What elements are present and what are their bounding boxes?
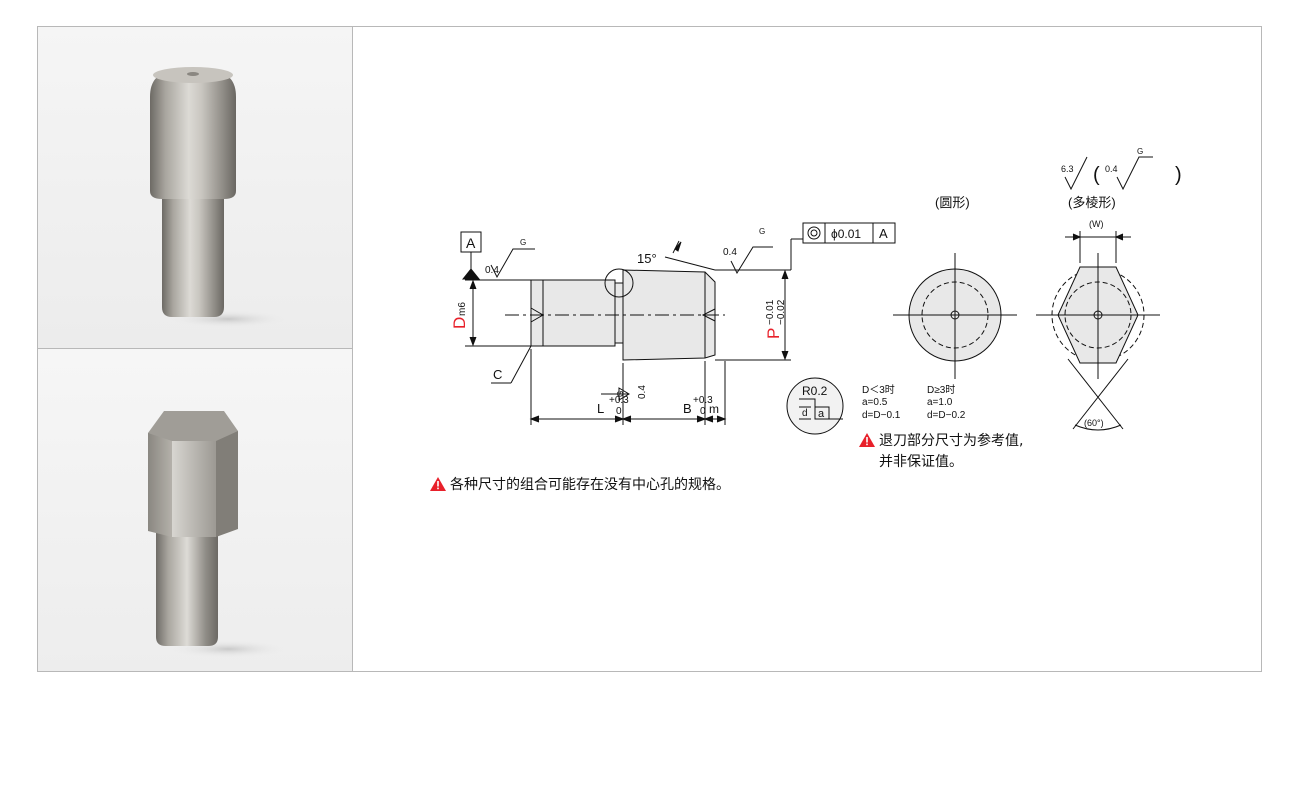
relief-note-line1: 退刀部分尺寸为参考值,	[879, 433, 1024, 449]
roughness-fine-neck: 0.4	[637, 385, 648, 399]
paren-close: )	[1175, 164, 1182, 186]
roughness-fine-left: 0.4	[485, 265, 499, 276]
product-info-panel: A 0.4 G 0.4 G 15° ϕ0.01 A C D m6 P −0.01…	[37, 26, 1262, 672]
dim-p-letter: P	[764, 328, 783, 339]
angle-60-label: (60°)	[1084, 418, 1104, 428]
b-tol-plus: +0.3	[693, 395, 713, 406]
dim-b-label: B	[683, 401, 692, 416]
b-tol-zero: 0	[700, 406, 706, 417]
dim-l-label: L	[597, 401, 604, 416]
roughness-finish-neck: G	[616, 391, 625, 397]
relief-col1-row1: D＜3时	[862, 384, 895, 396]
polygon-view-label: (多棱形)	[1068, 195, 1116, 210]
round-pin-photo	[38, 27, 352, 349]
chamfer-label: C	[493, 367, 502, 382]
relief-col1-row2: a=0.5	[862, 397, 888, 408]
concentricity-value: ϕ0.01	[831, 227, 861, 241]
drawing-column: A 0.4 G 0.4 G 15° ϕ0.01 A C D m6 P −0.01…	[353, 27, 1261, 671]
roughness-finish-left: G	[520, 238, 526, 247]
round-view-label: (圆形)	[935, 195, 970, 210]
radius-label: R0.2	[802, 384, 828, 398]
dim-m-label: m	[709, 402, 719, 416]
combination-note-text: 各种尺寸的组合可能存在没有中心孔的规格。	[450, 477, 730, 493]
warning-icon	[430, 477, 446, 497]
roughness-fine-head: 0.4	[723, 247, 737, 258]
relief-col1-row3: d=D−0.1	[862, 410, 901, 421]
warning-icon	[859, 433, 875, 453]
l-tol-plus: +0.3	[609, 395, 629, 406]
paren-open: (	[1093, 164, 1100, 186]
roughness-coarse: 6.3	[1061, 164, 1074, 174]
relief-table: D＜3时 a=0.5 d=D−0.1 D≥3时 a=1.0 d=D−0.2	[862, 384, 966, 421]
relief-note: 退刀部分尺寸为参考值, 并非保证值。	[859, 432, 1023, 472]
width-label: (W)	[1089, 219, 1104, 229]
relief-col2-row1: D≥3时	[927, 384, 955, 396]
relief-col2-row2: a=1.0	[927, 397, 953, 408]
roughness-finish-poly: G	[1137, 147, 1143, 156]
concentricity-datum: A	[879, 226, 888, 241]
p-tol-upper: −0.01	[765, 299, 776, 325]
relief-detail-view	[786, 377, 844, 435]
dim-d-letter: D	[450, 317, 469, 329]
combination-note: 各种尺寸的组合可能存在没有中心孔的规格。	[430, 476, 730, 497]
round-end-view	[893, 253, 1017, 379]
hex-pin-photo	[38, 349, 352, 671]
relief-note-line2: 并非保证值。	[879, 454, 963, 470]
roughness-fine-poly: 0.4	[1105, 164, 1118, 174]
l-tol-zero: 0	[616, 406, 622, 417]
dim-d-sub: m6	[457, 302, 468, 316]
angle-label: 15°	[637, 251, 657, 266]
relief-d-label: d	[802, 408, 808, 419]
datum-label: A	[466, 235, 476, 251]
relief-a-label: a	[818, 408, 825, 420]
polygon-end-view	[1036, 156, 1160, 431]
roughness-finish-head: G	[759, 227, 765, 236]
p-tol-lower: −0.02	[776, 299, 787, 325]
product-photo-column	[38, 27, 353, 671]
relief-col2-row3: d=D−0.2	[927, 410, 966, 421]
pin-side-view	[505, 268, 725, 361]
